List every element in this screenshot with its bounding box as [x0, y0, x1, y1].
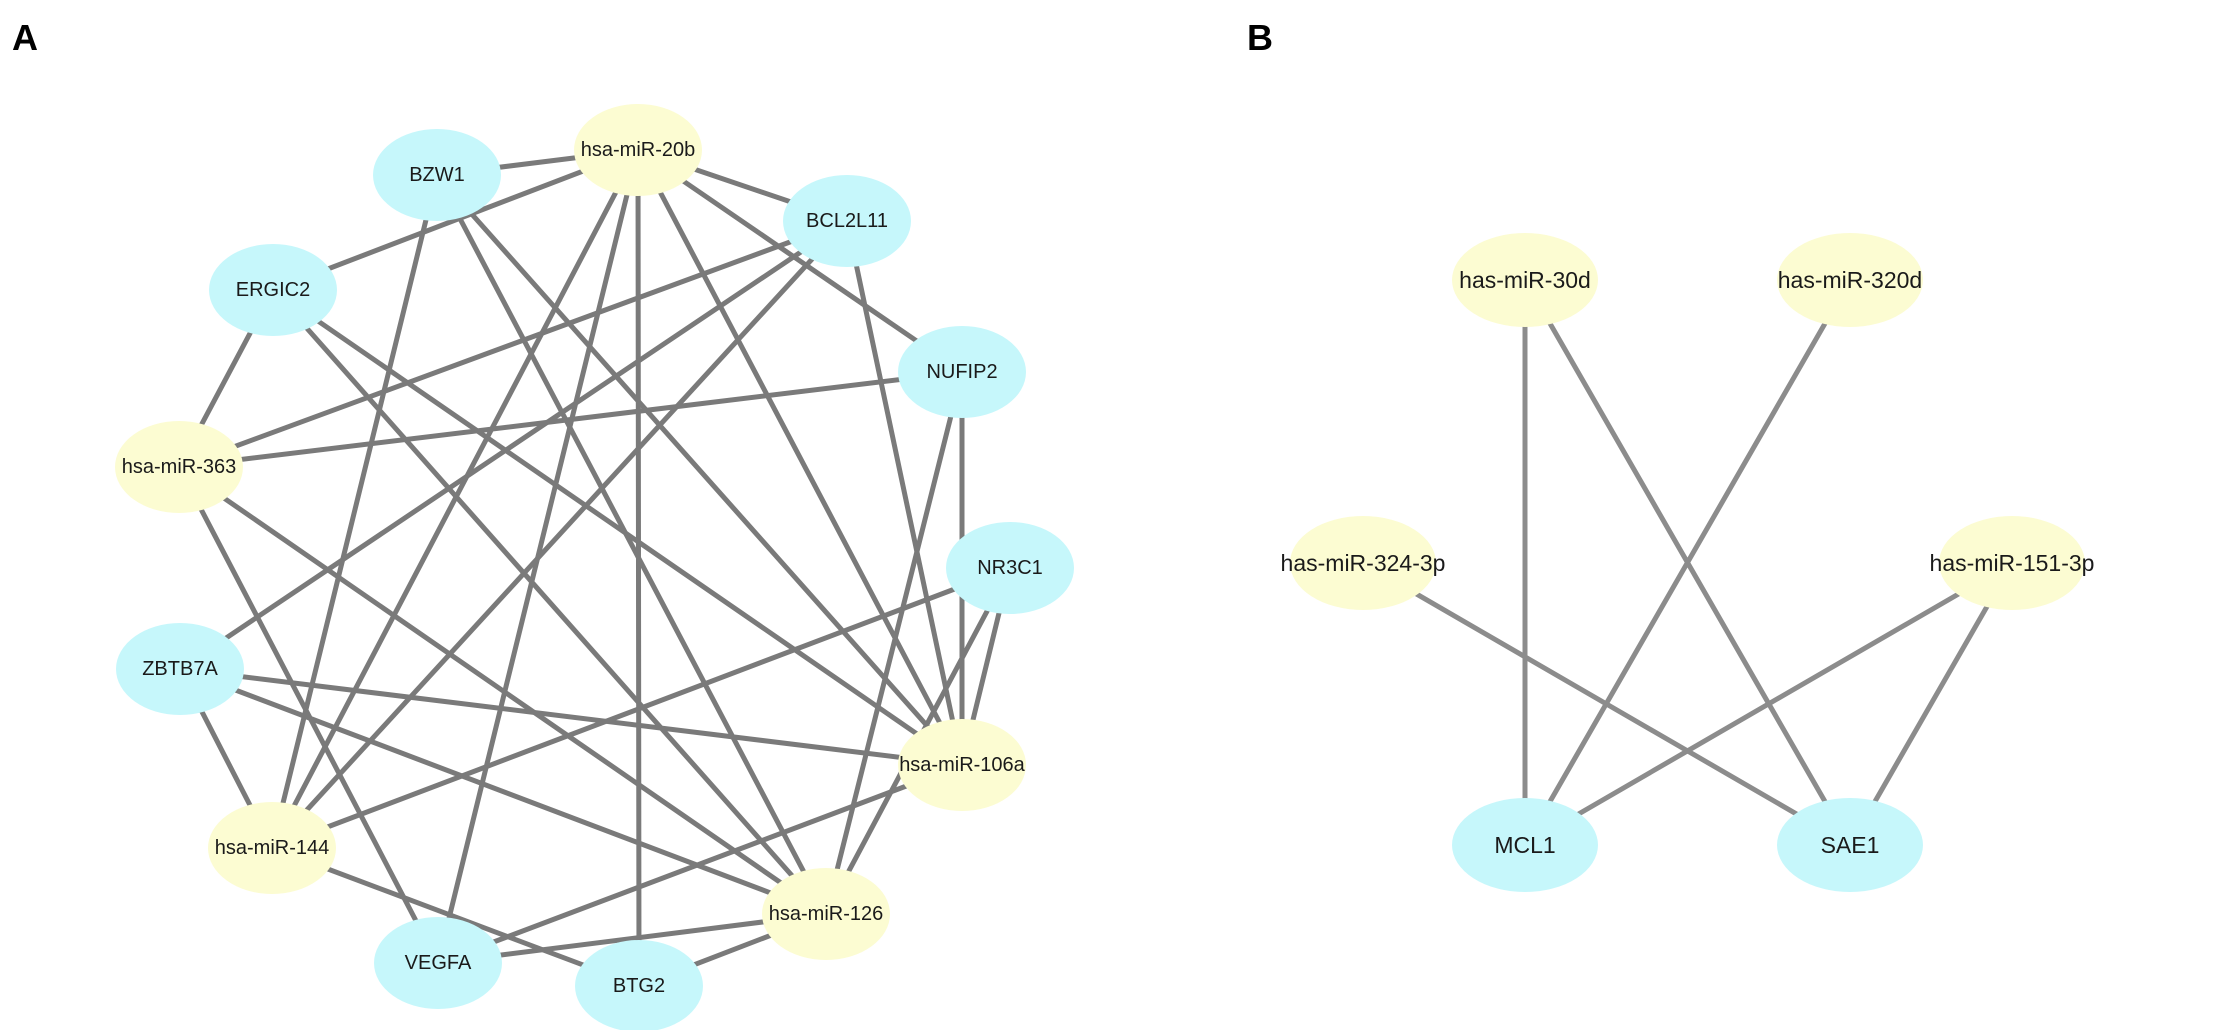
edge-bzw1-mir126	[434, 172, 829, 917]
edge-bcl2l11-zbtb7a	[177, 218, 850, 672]
panel-b-label: B	[1247, 17, 1273, 58]
node-mir20b-label: hsa-miR-20b	[581, 139, 695, 161]
node-mir30d-label: has-miR-30d	[1459, 267, 1591, 293]
edge-nr3c1-mir144	[269, 565, 1013, 851]
node-bcl2l11: BCL2L11	[783, 175, 911, 267]
panel-a-label: A	[12, 17, 38, 58]
node-mir320d-label: has-miR-320d	[1778, 267, 1922, 293]
edge-bcl2l11-mir106a	[844, 218, 965, 768]
node-vegfa: VEGFA	[374, 917, 502, 1009]
edge-ergic2-mir20b	[270, 147, 641, 293]
node-nr3c1: NR3C1	[946, 522, 1074, 614]
node-ergic2-shape	[209, 244, 337, 336]
node-mir151-shape	[1939, 516, 2085, 610]
edge-ergic2-mir106a	[270, 287, 965, 768]
node-bzw1-label: BZW1	[409, 164, 465, 186]
node-mcl1-label: MCL1	[1494, 832, 1555, 858]
edge-mir151-mcl1	[1522, 560, 2015, 848]
edge-mir363-mir126	[176, 464, 829, 917]
node-mir126: hsa-miR-126	[762, 868, 890, 960]
node-mir30d: has-miR-30d	[1452, 233, 1598, 327]
node-mir30d-shape	[1452, 233, 1598, 327]
edge-mir320d-mcl1	[1522, 277, 1853, 848]
node-nufip2-label: NUFIP2	[926, 361, 997, 383]
panel-a-network: A hsa-miR-20bBZW1BCL2L11ERGIC2NUFIP2hsa-…	[12, 17, 1074, 1030]
node-vegfa-label: VEGFA	[405, 952, 472, 974]
node-sae1: SAE1	[1777, 798, 1923, 892]
edge-mir363-vegfa	[176, 464, 441, 966]
node-btg2: BTG2	[575, 940, 703, 1030]
node-mir320d-shape	[1777, 233, 1923, 327]
node-bcl2l11-shape	[783, 175, 911, 267]
edge-ergic2-mir126	[270, 287, 829, 917]
node-mir363-label: hsa-miR-363	[122, 456, 236, 478]
node-zbtb7a: ZBTB7A	[116, 623, 244, 715]
panel-b-nodes: has-miR-30d has-miR-320d has-miR-324-3p has…	[1281, 233, 2095, 892]
edge-mir324-sae1	[1360, 560, 1853, 848]
edge-bcl2l11-mir144	[269, 218, 850, 851]
node-mir151-label: has-miR-151-3p	[1930, 550, 2095, 576]
node-bcl2l11-label: BCL2L11	[806, 210, 888, 232]
node-mir151: has-miR-151-3p	[1930, 516, 2095, 610]
node-mcl1-shape	[1452, 798, 1598, 892]
node-mcl1: MCL1	[1452, 798, 1598, 892]
panel-a-edges	[176, 147, 1013, 989]
edge-mir20b-nufip2	[635, 147, 965, 375]
node-nufip2: NUFIP2	[898, 326, 1026, 418]
node-mir20b: hsa-miR-20b	[574, 104, 702, 196]
edge-bzw1-mir106a	[434, 172, 965, 768]
node-mir126-shape	[762, 868, 890, 960]
edge-nufip2-mir126	[823, 369, 965, 917]
edge-zbtb7a-mir106a	[177, 666, 965, 768]
node-mir324-label: has-miR-324-3p	[1281, 550, 1446, 576]
panel-b-edges	[1360, 277, 2015, 848]
node-mir324: has-miR-324-3p	[1281, 516, 1446, 610]
node-mir144-shape	[208, 802, 336, 894]
edge-mir144-btg2	[269, 845, 642, 989]
node-bzw1: BZW1	[373, 129, 501, 221]
edge-vegfa-mir126	[435, 911, 829, 966]
node-btg2-shape	[575, 940, 703, 1030]
edge-mir20b-mir106a	[635, 147, 965, 768]
node-nr3c1-label: NR3C1	[977, 557, 1043, 579]
edge-mir20b-btg2	[635, 147, 642, 989]
node-mir106a-shape	[898, 719, 1026, 811]
edge-mir106a-vegfa	[435, 762, 965, 966]
node-ergic2-label: ERGIC2	[236, 279, 310, 301]
node-mir20b-shape	[574, 104, 702, 196]
node-ergic2: ERGIC2	[209, 244, 337, 336]
node-sae1-shape	[1777, 798, 1923, 892]
node-mir320d: has-miR-320d	[1777, 233, 1923, 327]
node-mir106a: hsa-miR-106a	[898, 719, 1026, 811]
node-mir144: hsa-miR-144	[208, 802, 336, 894]
node-mir144-label: hsa-miR-144	[215, 837, 329, 859]
node-zbtb7a-shape	[116, 623, 244, 715]
node-bzw1-shape	[373, 129, 501, 221]
node-mir126-label: hsa-miR-126	[769, 903, 883, 925]
node-mir363: hsa-miR-363	[115, 421, 243, 513]
node-mir106a-label: hsa-miR-106a	[899, 754, 1025, 776]
node-mir324-shape	[1290, 516, 1436, 610]
node-mir363-shape	[115, 421, 243, 513]
node-btg2-label: BTG2	[613, 975, 665, 997]
edge-nufip2-mir363	[176, 369, 965, 470]
node-nufip2-shape	[898, 326, 1026, 418]
edge-zbtb7a-mir126	[177, 666, 829, 917]
edge-bcl2l11-mir363	[176, 218, 850, 470]
edge-mir151-sae1	[1847, 560, 2015, 848]
node-sae1-label: SAE1	[1821, 832, 1880, 858]
edge-bzw1-mir144	[269, 172, 440, 851]
node-nr3c1-shape	[946, 522, 1074, 614]
node-vegfa-shape	[374, 917, 502, 1009]
node-zbtb7a-label: ZBTB7A	[142, 658, 218, 680]
